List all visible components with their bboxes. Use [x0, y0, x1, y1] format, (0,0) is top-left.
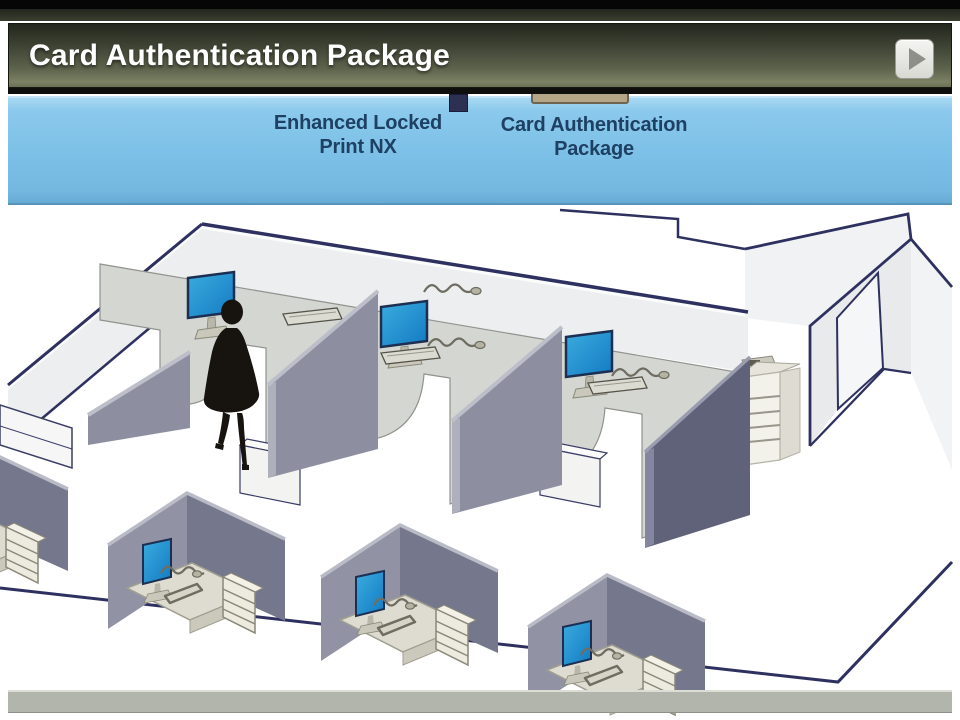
label-enhanced-locked-print-nx: Enhanced Locked Print NX: [260, 111, 456, 159]
floor-edge: [0, 560, 954, 684]
doorway: [835, 270, 885, 412]
play-icon: [908, 48, 926, 70]
label-line: Card Authentication: [500, 114, 688, 136]
wall-edges: [7, 208, 954, 448]
label-line: Package: [554, 138, 634, 160]
title-bar: Card Authentication Package: [8, 23, 952, 88]
top-olive-strip: [0, 9, 960, 21]
cubicle: [319, 523, 500, 667]
label-card-authentication-package: Card Authentication Package: [486, 113, 702, 161]
play-button[interactable]: [895, 39, 934, 79]
cubicle: [106, 491, 287, 635]
label-line: Enhanced Locked: [273, 112, 443, 134]
label-line: Print NX: [319, 136, 397, 158]
cubicle-partitions: [86, 289, 752, 548]
dark-partition: [645, 357, 750, 548]
top-black-strip: [0, 0, 960, 9]
walking-woman-silhouette: [203, 299, 260, 470]
label-banner: Enhanced Locked Print NX Card Authentica…: [8, 96, 952, 205]
device-top-dark: [449, 94, 468, 112]
page-title: Card Authentication Package: [29, 38, 451, 72]
footer-bar: [8, 690, 952, 713]
title-bar-underline: [8, 88, 952, 94]
